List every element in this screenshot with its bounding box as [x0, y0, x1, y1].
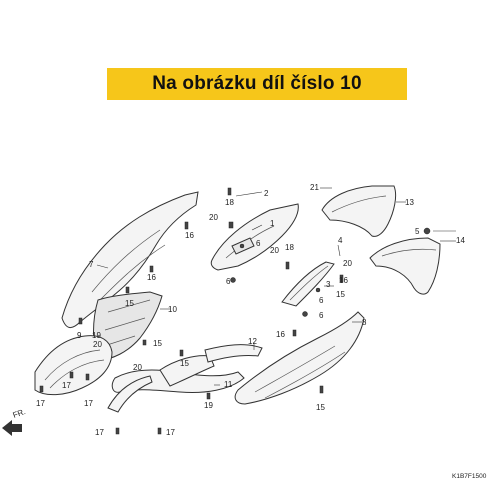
- trim-strip: [204, 344, 263, 363]
- callout-label: 4: [338, 236, 343, 245]
- callout-label: 17: [166, 428, 175, 437]
- callout-label: 20: [93, 340, 102, 349]
- lower-curve-strip: [107, 375, 153, 413]
- direction-label: FR.: [12, 407, 27, 420]
- callout-label: 16: [147, 273, 156, 282]
- right-body-cover: [234, 311, 365, 405]
- callout-label: 15: [316, 403, 325, 412]
- floor-skirt: [34, 335, 113, 396]
- callout-label: 5: [415, 227, 420, 236]
- callout-label: 11: [224, 380, 233, 389]
- rear-cover-lower: [369, 237, 441, 295]
- callout-label: 19: [92, 331, 101, 340]
- callout-label: 6: [319, 296, 324, 305]
- callout-label: 19: [204, 401, 213, 410]
- front-direction-indicator: FR.: [2, 407, 27, 436]
- rear-cover-upper: [321, 185, 397, 237]
- callout-label: 14: [456, 236, 465, 245]
- callout-label: 17: [84, 399, 93, 408]
- callout-label: 18: [225, 198, 234, 207]
- title-banner: Na obrázku díl číslo 10: [107, 68, 407, 100]
- callout-label: 13: [405, 198, 414, 207]
- callout-label: 6: [226, 277, 231, 286]
- callout-label: 17: [62, 381, 71, 390]
- diagram-code: K1B7F1500: [452, 473, 487, 480]
- callout-label: 20: [209, 213, 218, 222]
- callout-label: 6: [256, 239, 261, 248]
- fastener-group: [39, 187, 431, 435]
- callout-label: 15: [336, 290, 345, 299]
- grab-panel: [210, 203, 299, 271]
- callout-label: 7: [89, 260, 94, 269]
- title-text: Na obrázku díl číslo 10: [152, 73, 362, 94]
- callout-label: 16: [339, 276, 348, 285]
- callout-label: 20: [343, 259, 352, 268]
- callout-label: 15: [125, 299, 134, 308]
- callout-label: 21: [310, 183, 319, 192]
- callout-label: 1: [270, 219, 275, 228]
- callout-label: 17: [36, 399, 45, 408]
- callout-label: 12: [248, 337, 257, 346]
- front-arrow-icon: [2, 420, 22, 436]
- callout-label: 2: [264, 189, 269, 198]
- callout-label: 8: [362, 318, 367, 327]
- callout-label: 16: [276, 330, 285, 339]
- callout-label: 18: [285, 243, 294, 252]
- callout-label: 16: [185, 231, 194, 240]
- callout-label: 9: [77, 331, 82, 340]
- callout-numbers: 1 2 3 4 5 6 6 6 6 7 8 9 10 11 12 13 14 1…: [36, 183, 465, 437]
- callout-label: 6: [319, 311, 324, 320]
- callout-label: 17: [95, 428, 104, 437]
- leader-lines: [96, 187, 456, 386]
- callout-label: 20: [270, 246, 279, 255]
- callout-label: 15: [180, 359, 189, 368]
- callout-label: 3: [326, 280, 331, 289]
- callout-label: 20: [133, 363, 142, 372]
- side-panel-small: [159, 355, 215, 387]
- callout-label: 15: [153, 339, 162, 348]
- callout-label: 10: [168, 305, 177, 314]
